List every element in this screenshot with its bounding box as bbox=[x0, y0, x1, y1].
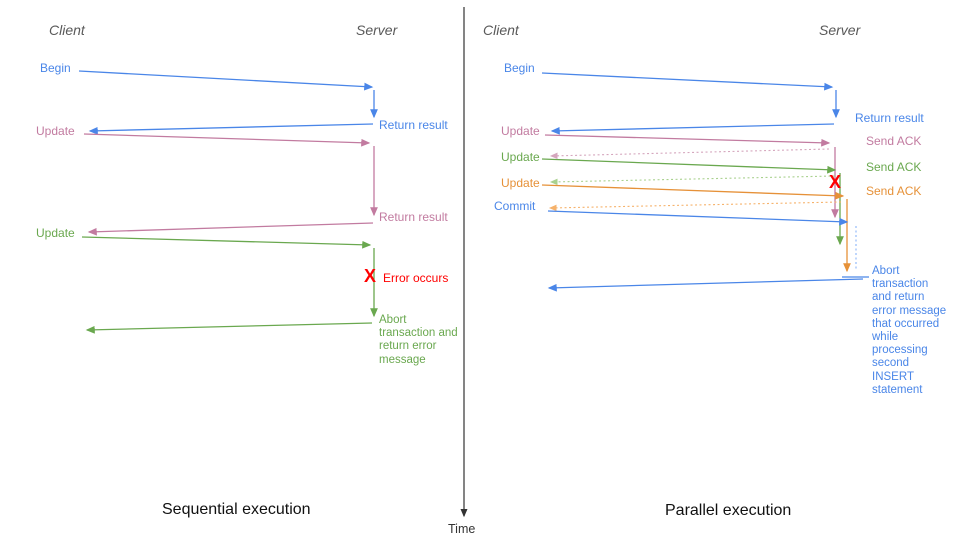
right-return-result-label: Return result bbox=[855, 111, 924, 125]
right-begin-label: Begin bbox=[504, 61, 535, 75]
left-return-result-2-arrow bbox=[87, 222, 374, 236]
left-update-1-request-arrow bbox=[83, 133, 371, 147]
right-update-1-label: Update bbox=[501, 124, 540, 138]
right-send-ack-1-arrow bbox=[549, 148, 830, 160]
left-caption: Sequential execution bbox=[162, 501, 311, 518]
right-send-ack-2-arrow bbox=[549, 175, 836, 186]
right-send-ack-3-label: Send ACK bbox=[866, 184, 922, 198]
right-client-header: Client bbox=[483, 22, 519, 38]
right-return-result-arrow bbox=[550, 123, 835, 135]
right-abort-return-arrow bbox=[547, 278, 864, 292]
left-client-header: Client bbox=[49, 22, 85, 38]
right-update-3-label: Update bbox=[501, 176, 540, 190]
left-update-2-label: Update bbox=[36, 226, 75, 240]
right-send-ack-2-label: Send ACK bbox=[866, 160, 922, 174]
right-diagram-arrows bbox=[541, 72, 869, 292]
right-commit-label: Commit bbox=[494, 199, 536, 213]
right-send-ack-3-arrow bbox=[548, 201, 842, 212]
right-update-2-label: Update bbox=[501, 150, 540, 164]
left-update-1-label: Update bbox=[36, 124, 75, 138]
right-update-3-request-arrow bbox=[541, 184, 845, 200]
left-return-result-1-label: Return result bbox=[379, 118, 448, 132]
left-error-x-icon: X bbox=[364, 266, 377, 286]
left-diagram-arrows bbox=[78, 70, 378, 334]
right-update-2-request-arrow bbox=[541, 158, 837, 174]
right-begin-request-arrow bbox=[541, 72, 834, 91]
left-abort-return-arrow bbox=[85, 322, 373, 334]
right-commit-request-arrow bbox=[547, 210, 849, 226]
left-abort-message: Abort transaction and return error messa… bbox=[379, 314, 458, 366]
right-update-1-request-arrow bbox=[544, 134, 831, 147]
right-send-ack-1-label: Send ACK bbox=[866, 134, 922, 148]
time-axis-label: Time bbox=[448, 522, 476, 536]
right-caption: Parallel execution bbox=[665, 502, 792, 519]
left-begin-request-arrow bbox=[78, 70, 374, 91]
left-begin-label: Begin bbox=[40, 61, 71, 75]
right-server-header: Server bbox=[819, 22, 861, 38]
left-return-result-2-label: Return result bbox=[379, 210, 448, 224]
left-server-header: Server bbox=[356, 22, 398, 38]
right-abort-message: Abort transaction and return error messa… bbox=[872, 265, 947, 396]
left-return-result-1-arrow bbox=[88, 123, 374, 135]
left-update-2-request-arrow bbox=[81, 236, 372, 249]
right-error-x-icon: X bbox=[829, 172, 842, 192]
left-error-occurs-label: Error occurs bbox=[383, 271, 449, 285]
